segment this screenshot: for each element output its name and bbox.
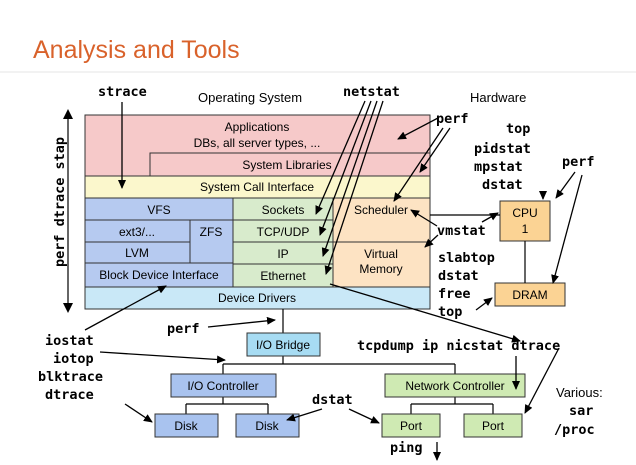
iostat-block-arrow bbox=[84, 285, 167, 331]
port-box-2 bbox=[463, 413, 523, 438]
ping-label: ping bbox=[390, 440, 423, 456]
nicstat-ethernet-arrow bbox=[329, 283, 521, 343]
perf-arrow-scheduler bbox=[393, 127, 444, 202]
various-label: Various: bbox=[556, 385, 603, 400]
dstat-mem-label: dstat bbox=[438, 268, 479, 284]
virtual-memory-label-2: Memory bbox=[359, 262, 402, 276]
top-dram-arrow bbox=[475, 297, 493, 311]
syscall-interface-label: System Call Interface bbox=[200, 180, 314, 194]
virtual-memory-layer bbox=[332, 241, 431, 288]
perf-dram-arrow bbox=[551, 174, 583, 284]
disk-box-2 bbox=[235, 413, 300, 438]
pidstat-label: pidstat bbox=[474, 141, 531, 157]
slabtop-label: slabtop bbox=[438, 250, 495, 266]
io-controller-label: I/O Controller bbox=[187, 379, 258, 393]
iostat-bridge-arrow bbox=[99, 351, 226, 364]
applications-label: Applications bbox=[225, 120, 290, 134]
blktrace-label: blktrace bbox=[38, 369, 103, 385]
ethernet-label: Ethernet bbox=[260, 269, 306, 283]
tcpdump-nicstat-dtrace-label: tcpdump ip nicstat dtrace bbox=[357, 338, 560, 354]
port-label-2: Port bbox=[482, 419, 505, 433]
io-controller-box bbox=[170, 373, 277, 398]
hardware-header: Hardware bbox=[470, 90, 526, 105]
dram-label: DRAM bbox=[512, 288, 547, 302]
io-bridge-box bbox=[246, 332, 321, 357]
perf-arrow-syscall bbox=[419, 127, 451, 173]
lvm-label: LVM bbox=[125, 246, 149, 260]
netstat-arrow-ip bbox=[321, 100, 378, 257]
netstat-label: netstat bbox=[343, 84, 400, 100]
vfs-label: VFS bbox=[147, 203, 170, 217]
scheduler-label: Scheduler bbox=[354, 203, 408, 217]
dtrace-port-arrow bbox=[524, 347, 560, 414]
perf-drivers-label: perf bbox=[167, 321, 200, 337]
strace-label: strace bbox=[98, 84, 147, 100]
cpu-number: 1 bbox=[522, 222, 529, 236]
side-stack-tools-label: perf dtrace stap bbox=[52, 137, 68, 267]
netstat-arrow-sockets bbox=[315, 100, 366, 215]
netstat-arrow-tcp bbox=[319, 100, 372, 236]
dram-box bbox=[494, 282, 566, 307]
iotop-label: iotop bbox=[53, 351, 94, 367]
tcp-udp-label: TCP/UDP bbox=[257, 225, 310, 239]
zfs-label: ZFS bbox=[200, 225, 223, 239]
disk-box-1 bbox=[154, 413, 219, 438]
vmstat-cpu-arrow bbox=[481, 212, 499, 223]
perf-cpu-arrow bbox=[555, 171, 576, 199]
dtrace-io-label: dtrace bbox=[45, 387, 94, 403]
ext3-label: ext3/... bbox=[119, 225, 155, 239]
vmstat-memory-arrow bbox=[424, 234, 439, 248]
side-stack-arrow-up bbox=[63, 109, 73, 119]
dstat-cpu-label: dstat bbox=[482, 177, 523, 193]
netstat-arrow-ethernet bbox=[324, 100, 384, 275]
vmstat-label: vmstat bbox=[437, 223, 486, 239]
disk-label-2: Disk bbox=[255, 419, 279, 433]
port-label-1: Port bbox=[400, 419, 423, 433]
io-bridge-label: I/O Bridge bbox=[256, 338, 310, 352]
device-drivers-layer bbox=[84, 286, 431, 310]
iostat-label: iostat bbox=[45, 333, 94, 349]
sar-label: sar bbox=[569, 403, 593, 419]
cpu-box bbox=[499, 200, 551, 242]
network-controller-label: Network Controller bbox=[405, 379, 504, 393]
ip-label: IP bbox=[277, 247, 288, 261]
port-box-1 bbox=[381, 413, 441, 438]
proc-label: /proc bbox=[554, 422, 595, 438]
os-header: Operating System bbox=[198, 90, 302, 105]
dstat-disk-arrow bbox=[286, 408, 323, 422]
virtual-memory-label-1: Virtual bbox=[364, 247, 398, 261]
perf-top-label: perf bbox=[436, 111, 469, 127]
page-title: Analysis and Tools bbox=[33, 36, 240, 64]
side-stack-arrow-down bbox=[63, 303, 73, 313]
applications-sub-label: DBs, all server types, ... bbox=[194, 136, 321, 150]
perf-arrow-applications bbox=[397, 117, 439, 140]
vmstat-scheduler-arrow bbox=[410, 209, 438, 227]
free-label: free bbox=[438, 286, 471, 302]
dstat-port-arrow bbox=[348, 408, 380, 424]
device-drivers-label: Device Drivers bbox=[218, 291, 296, 305]
top-label: top bbox=[506, 121, 530, 137]
iostat-disk-arrow bbox=[124, 403, 153, 423]
perf-cpu-label: perf bbox=[562, 154, 595, 170]
cpu-label: CPU bbox=[512, 206, 537, 220]
top-mem-label: top bbox=[438, 304, 462, 320]
network-controller-box bbox=[384, 373, 526, 398]
block-device-label: Block Device Interface bbox=[99, 268, 219, 282]
dstat-bottom-label: dstat bbox=[312, 392, 353, 408]
system-libraries-label: System Libraries bbox=[242, 158, 331, 172]
disk-label-1: Disk bbox=[174, 419, 198, 433]
perf-drivers-arrow bbox=[207, 316, 276, 328]
mpstat-label: mpstat bbox=[474, 159, 523, 175]
sockets-label: Sockets bbox=[262, 203, 305, 217]
